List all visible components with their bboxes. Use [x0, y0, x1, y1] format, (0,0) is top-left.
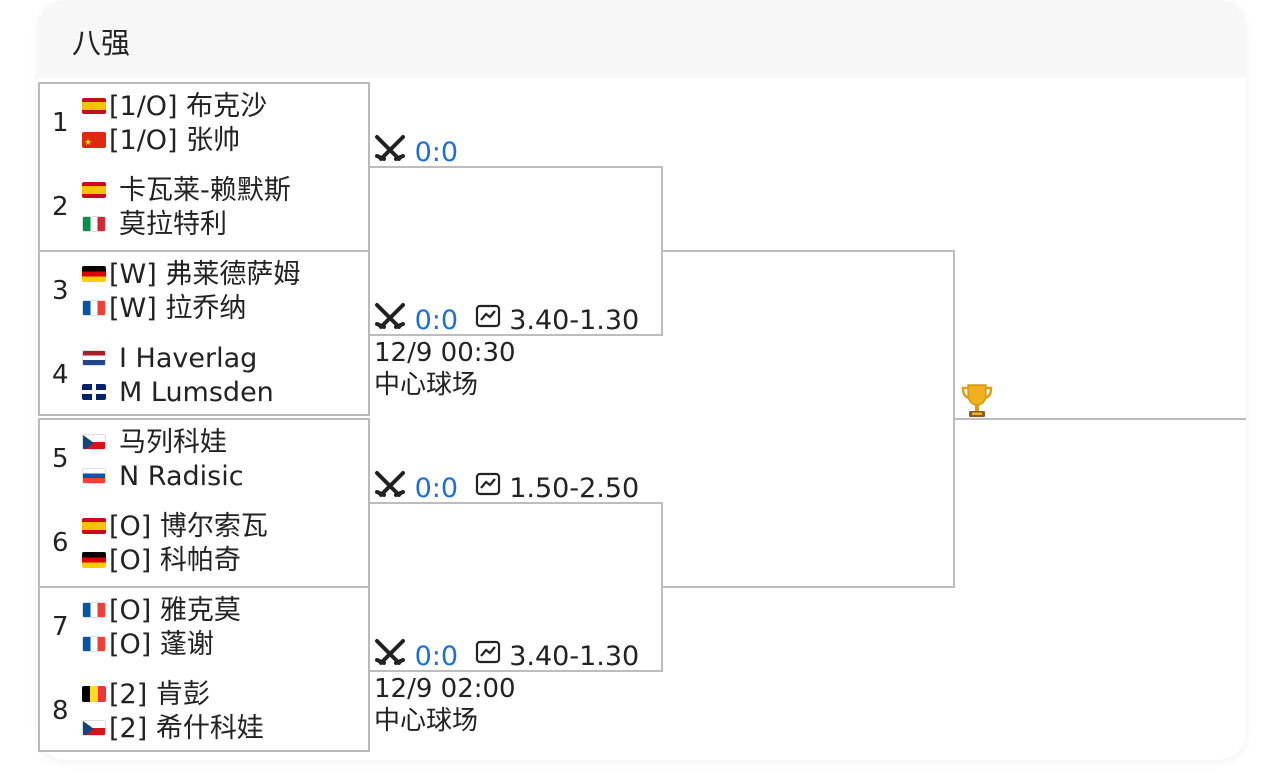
spain-flag-icon — [82, 97, 106, 114]
player-name: N Radisic — [119, 461, 244, 492]
player-name: [1/O] 张帅 — [109, 125, 241, 156]
player-row[interactable]: I Haverlag — [82, 344, 257, 374]
player-row[interactable]: [O] 雅克莫 — [82, 596, 241, 626]
spain-flag-icon — [82, 517, 106, 534]
crossed-swords-icon — [374, 134, 406, 169]
italy-flag-icon — [82, 215, 106, 232]
match-venue: 中心球场 — [374, 706, 479, 736]
france-flag-icon — [82, 299, 106, 316]
match-info[interactable]: 0:0 1.50-2.50 — [374, 470, 640, 507]
match-odds: 3.40-1.30 — [509, 305, 640, 336]
match-score: 0:0 — [414, 137, 459, 168]
seed-number: 2 — [52, 192, 69, 222]
uk-flag-icon — [82, 383, 106, 400]
bracket-header: 八强 — [38, 0, 1246, 78]
round-title: 八强 — [72, 26, 131, 60]
seed-number: 3 — [52, 276, 69, 306]
divider-line — [38, 586, 370, 588]
player-row[interactable]: 莫拉特利 — [82, 210, 227, 240]
seed-number: 8 — [52, 696, 69, 726]
crossed-swords-icon — [374, 302, 406, 337]
seed-number: 5 — [52, 444, 69, 474]
bracket-line — [662, 586, 954, 588]
player-name: 莫拉特利 — [119, 209, 227, 240]
match-score: 0:0 — [414, 473, 459, 504]
bracket-line — [370, 334, 662, 336]
seed-number: 1 — [52, 108, 69, 138]
player-name: [2] 希什科娃 — [109, 713, 264, 744]
player-row[interactable]: [O] 科帕奇 — [82, 546, 241, 576]
slovenia-flag-icon — [82, 467, 106, 484]
trend-chart-icon — [475, 472, 501, 503]
player-row[interactable]: [1/O] 张帅 — [82, 126, 240, 156]
player-row[interactable]: [O] 蓬谢 — [82, 630, 214, 660]
czech-flag-icon — [82, 433, 106, 450]
player-row[interactable]: 卡瓦莱-赖默斯 — [82, 176, 291, 206]
bracket-line — [370, 670, 662, 672]
france-flag-icon — [82, 601, 106, 618]
match-time: 12/9 02:00 — [374, 674, 516, 704]
match-time: 12/9 00:30 — [374, 338, 516, 368]
seed-number: 4 — [52, 360, 69, 390]
crossed-swords-icon — [374, 470, 406, 505]
france-flag-icon — [82, 635, 106, 652]
player-row[interactable]: M Lumsden — [82, 378, 274, 408]
player-name: [1/O] 布克沙 — [109, 91, 268, 122]
player-name: 卡瓦莱-赖默斯 — [119, 175, 291, 206]
player-row[interactable]: [1/O] 布克沙 — [82, 92, 267, 122]
player-name: I Haverlag — [119, 343, 258, 374]
match-info[interactable]: 0:0 3.40-1.30 — [374, 302, 640, 339]
bracket-line — [370, 166, 662, 168]
match-score: 0:0 — [414, 305, 459, 336]
player-row[interactable]: [2] 希什科娃 — [82, 714, 264, 744]
seed-number: 7 — [52, 612, 69, 642]
player-name: [O] 蓬谢 — [109, 629, 214, 660]
player-row[interactable]: [W] 弗莱德萨姆 — [82, 260, 300, 290]
trophy-icon — [960, 382, 994, 424]
germany-flag-icon — [82, 265, 106, 282]
player-row[interactable]: N Radisic — [82, 462, 244, 492]
belgium-flag-icon — [82, 685, 106, 702]
match-odds: 3.40-1.30 — [509, 641, 640, 672]
match-odds: 1.50-2.50 — [509, 473, 640, 504]
bracket-line — [662, 250, 954, 252]
match-info[interactable]: 0:0 — [374, 134, 459, 171]
player-name: [W] 拉乔纳 — [109, 293, 247, 324]
match-info[interactable]: 0:0 3.40-1.30 — [374, 638, 640, 675]
match-venue: 中心球场 — [374, 370, 479, 400]
match-score: 0:0 — [414, 641, 459, 672]
player-row[interactable]: [W] 拉乔纳 — [82, 294, 246, 324]
bracket-line — [954, 418, 1246, 420]
germany-flag-icon — [82, 551, 106, 568]
player-row[interactable]: [2] 肯彭 — [82, 680, 210, 710]
divider-line — [38, 250, 370, 252]
player-name: [O] 科帕奇 — [109, 545, 241, 576]
czech-flag-icon — [82, 719, 106, 736]
seed-number: 6 — [52, 528, 69, 558]
player-name: M Lumsden — [119, 377, 274, 408]
player-name: [O] 博尔索瓦 — [109, 511, 268, 542]
player-name: 马列科娃 — [119, 427, 227, 458]
china-flag-icon — [82, 131, 106, 148]
player-row[interactable]: [O] 博尔索瓦 — [82, 512, 268, 542]
trend-chart-icon — [475, 304, 501, 335]
player-name: [O] 雅克莫 — [109, 595, 241, 626]
bracket-line — [370, 502, 662, 504]
player-row[interactable]: 马列科娃 — [82, 428, 227, 458]
player-name: [2] 肯彭 — [109, 679, 210, 710]
spain-flag-icon — [82, 181, 106, 198]
player-name: [W] 弗莱德萨姆 — [109, 259, 301, 290]
trend-chart-icon — [475, 640, 501, 671]
netherlands-flag-icon — [82, 349, 106, 366]
crossed-swords-icon — [374, 638, 406, 673]
